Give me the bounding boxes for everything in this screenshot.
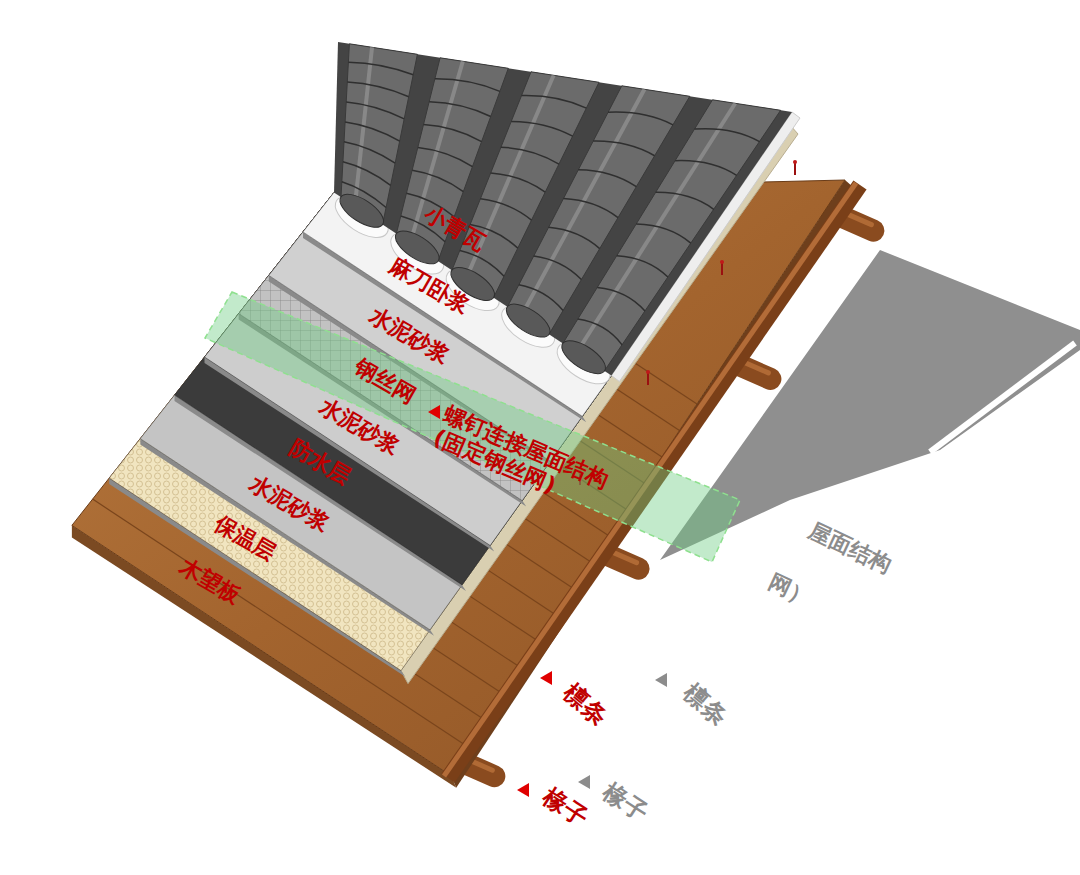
shadow-marker xyxy=(578,775,590,789)
tile-joint xyxy=(412,170,463,191)
pointer-marker xyxy=(517,783,529,797)
tile-joint xyxy=(348,62,413,75)
tile-highlight xyxy=(577,103,736,352)
tile-joint xyxy=(347,82,408,97)
tile-joint xyxy=(593,141,654,156)
layer-label: 水泥砂浆 xyxy=(316,394,405,460)
shadow-gap xyxy=(930,343,1075,452)
tile-joint xyxy=(501,147,559,164)
tile-roll-end xyxy=(501,298,555,344)
tile-joint xyxy=(597,287,645,311)
tile-joint xyxy=(617,256,668,277)
layer-label: 防水层 xyxy=(285,435,355,490)
tile-joint xyxy=(549,227,600,248)
tile-joint xyxy=(521,96,586,109)
layer-label: 麻刀卧浆 xyxy=(386,253,475,319)
tile-joint xyxy=(345,122,400,141)
tile-joint xyxy=(563,199,618,218)
shadow-marker xyxy=(655,673,667,687)
layer-label: 水泥砂浆 xyxy=(246,471,335,537)
tile-roll-end xyxy=(557,334,611,380)
pointer-marker xyxy=(540,671,552,685)
tile-joint xyxy=(343,162,391,186)
shadow-label: 椽子 xyxy=(597,778,652,827)
tile-joint xyxy=(695,129,760,142)
tile-joint xyxy=(675,161,736,176)
tile-joint xyxy=(578,170,636,187)
tile-roll xyxy=(563,100,781,371)
tile-joint xyxy=(435,79,500,92)
shadow-label: 檩条 xyxy=(678,679,733,731)
layer-label: 水泥砂浆 xyxy=(366,303,455,369)
tile-joint xyxy=(578,319,622,345)
tile-joint xyxy=(491,173,546,192)
part-label: 椽子 xyxy=(537,783,592,832)
tile-base xyxy=(334,42,792,376)
screw-head xyxy=(720,260,724,264)
tile-joint xyxy=(346,102,404,119)
shadow-label: 屋面结构 xyxy=(805,518,895,578)
tile-highlight xyxy=(355,47,372,206)
callout-label: 螺钉连接屋面结构 (固定钢丝网) xyxy=(430,401,630,524)
tile-joint xyxy=(418,147,473,166)
tile-joint xyxy=(480,199,531,220)
layer-label: 钢丝网 xyxy=(350,354,420,409)
layer-label: 小青瓦 xyxy=(420,201,490,256)
layer-label: 木望板 xyxy=(175,554,245,609)
screw-head xyxy=(793,160,797,164)
tile-joint xyxy=(656,192,714,209)
tile-joint xyxy=(344,142,395,163)
tile-joint xyxy=(429,102,490,117)
part-label: 檩条 xyxy=(558,679,613,731)
pointer-marker xyxy=(428,405,440,419)
tile-joint xyxy=(636,224,691,243)
screw-head xyxy=(646,370,650,374)
tile-roll-end xyxy=(335,188,389,234)
mesh-highlight-box xyxy=(205,292,740,562)
tile-joint xyxy=(608,112,673,125)
tile-joint xyxy=(534,256,582,280)
shadow-label: 网） xyxy=(765,569,816,611)
tile-joint xyxy=(424,125,482,142)
layer-label: 保温层 xyxy=(210,511,280,566)
tile-joint xyxy=(511,121,572,136)
